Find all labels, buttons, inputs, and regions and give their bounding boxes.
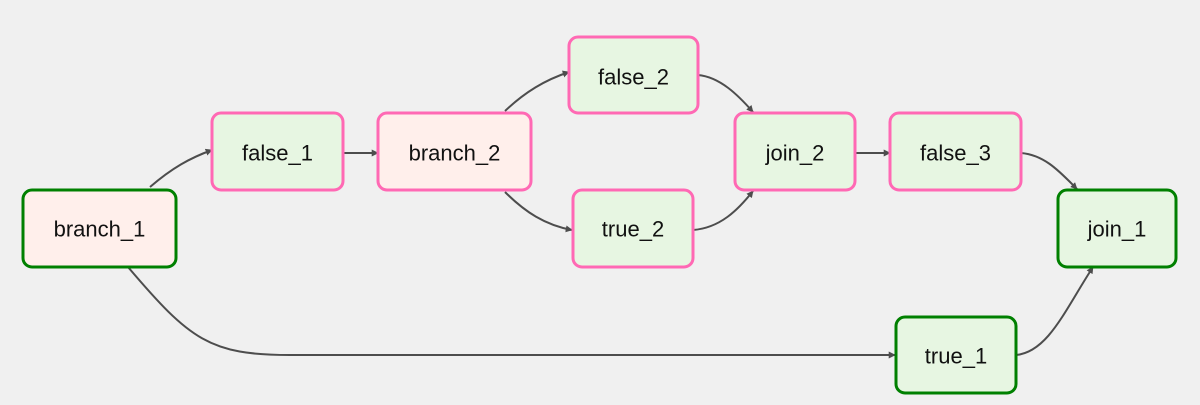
node-true_1[interactable]: true_1 [894,315,1018,395]
node-label-true_2: true_2 [602,217,664,242]
node-false_1[interactable]: false_1 [210,111,345,192]
node-label-false_2: false_2 [598,65,669,90]
node-label-true_1: true_1 [925,344,987,369]
node-branch_2[interactable]: branch_2 [376,111,533,192]
edge-false_2-to-join_2 [697,74,754,113]
edges-layer [127,70,1094,359]
node-false_2[interactable]: false_2 [567,35,700,115]
node-label-false_3: false_3 [920,141,991,166]
edge-true_1-to-join_1 [1015,266,1094,356]
node-join_1[interactable]: join_1 [1056,188,1178,269]
node-label-false_1: false_1 [242,141,313,166]
node-label-join_1: join_1 [1087,217,1147,242]
nodes-layer: branch_1 false_1 branch_2 false_2 true_2… [21,35,1178,395]
edge-branch_1-to-false_1 [149,148,213,188]
node-true_2[interactable]: true_2 [571,188,695,269]
node-false_3[interactable]: false_3 [888,111,1023,192]
edge-branch_2-to-false_2 [504,70,570,112]
node-label-join_2: join_2 [765,141,825,166]
node-join_2[interactable]: join_2 [733,111,857,192]
edge-branch_1-to-true_1 [127,266,896,359]
node-label-branch_2: branch_2 [409,141,501,166]
node-branch_1[interactable]: branch_1 [21,188,178,269]
edge-branch_2-to-true_2 [504,191,573,233]
edge-true_2-to-join_2 [692,190,754,231]
edge-false_3-to-join_1 [1020,152,1078,190]
node-label-branch_1: branch_1 [54,217,146,242]
